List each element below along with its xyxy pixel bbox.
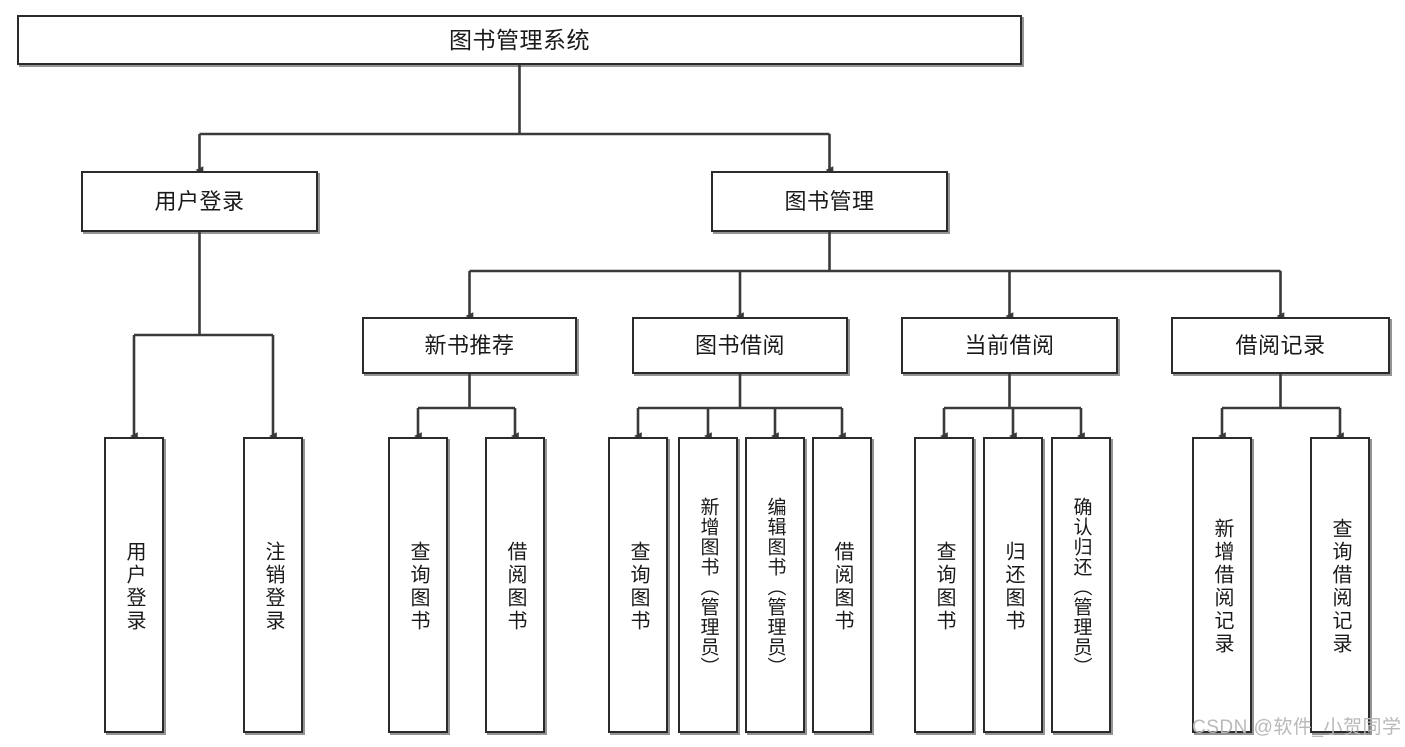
node-leaf-borrow-book-2[interactable]: 借阅图书: [812, 437, 872, 733]
node-book-borrow[interactable]: 图书借阅: [632, 317, 848, 374]
node-leaf-logout[interactable]: 注销登录: [243, 437, 303, 733]
node-leaf-confirm-return-admin[interactable]: 确认归还（管理员）: [1051, 437, 1111, 733]
node-label: 借阅图书: [504, 541, 526, 633]
node-label: 用户登录: [154, 188, 245, 214]
node-user-login[interactable]: 用户登录: [81, 171, 318, 232]
node-label: 归还图书: [1002, 541, 1024, 633]
node-label: 图书借阅: [694, 332, 785, 358]
edge-lines: [130, 65, 1344, 440]
node-label: 借阅图书: [831, 541, 853, 633]
node-leaf-user-login[interactable]: 用户登录: [104, 437, 164, 733]
node-label: 图书管理: [784, 188, 875, 214]
node-leaf-query-book-2[interactable]: 查询图书: [608, 437, 668, 733]
node-leaf-return-book[interactable]: 归还图书: [983, 437, 1043, 733]
node-current-borrow[interactable]: 当前借阅: [901, 317, 1118, 374]
node-label: 确认归还（管理员）: [1070, 497, 1092, 677]
node-root[interactable]: 图书管理系统: [17, 15, 1022, 65]
node-leaf-add-borrow-record[interactable]: 新增借阅记录: [1192, 437, 1252, 733]
node-borrow-record[interactable]: 借阅记录: [1171, 317, 1390, 374]
node-label: 新书推荐: [424, 332, 515, 358]
node-leaf-query-borrow-record[interactable]: 查询借阅记录: [1310, 437, 1370, 733]
node-book-manage[interactable]: 图书管理: [711, 171, 948, 232]
node-label: 新增图书（管理员）: [697, 497, 719, 677]
node-label: 查询图书: [407, 541, 429, 633]
node-label: 当前借阅: [964, 332, 1055, 358]
node-leaf-borrow-book-1[interactable]: 借阅图书: [485, 437, 545, 733]
node-label: 查询图书: [933, 541, 955, 633]
node-label: 注销登录: [262, 541, 284, 633]
node-leaf-edit-book-admin[interactable]: 编辑图书（管理员）: [745, 437, 805, 733]
node-label: 查询图书: [627, 541, 649, 633]
node-label: 新增借阅记录: [1211, 518, 1233, 656]
node-label: 编辑图书（管理员）: [764, 497, 786, 677]
node-new-book-recommend[interactable]: 新书推荐: [362, 317, 577, 374]
node-leaf-add-book-admin[interactable]: 新增图书（管理员）: [678, 437, 738, 733]
node-leaf-query-book-1[interactable]: 查询图书: [388, 437, 448, 733]
node-label: 查询借阅记录: [1329, 518, 1351, 656]
node-label: 用户登录: [123, 541, 145, 633]
node-label: 图书管理系统: [449, 26, 590, 53]
node-leaf-query-book-3[interactable]: 查询图书: [914, 437, 974, 733]
node-label: 借阅记录: [1235, 332, 1326, 358]
